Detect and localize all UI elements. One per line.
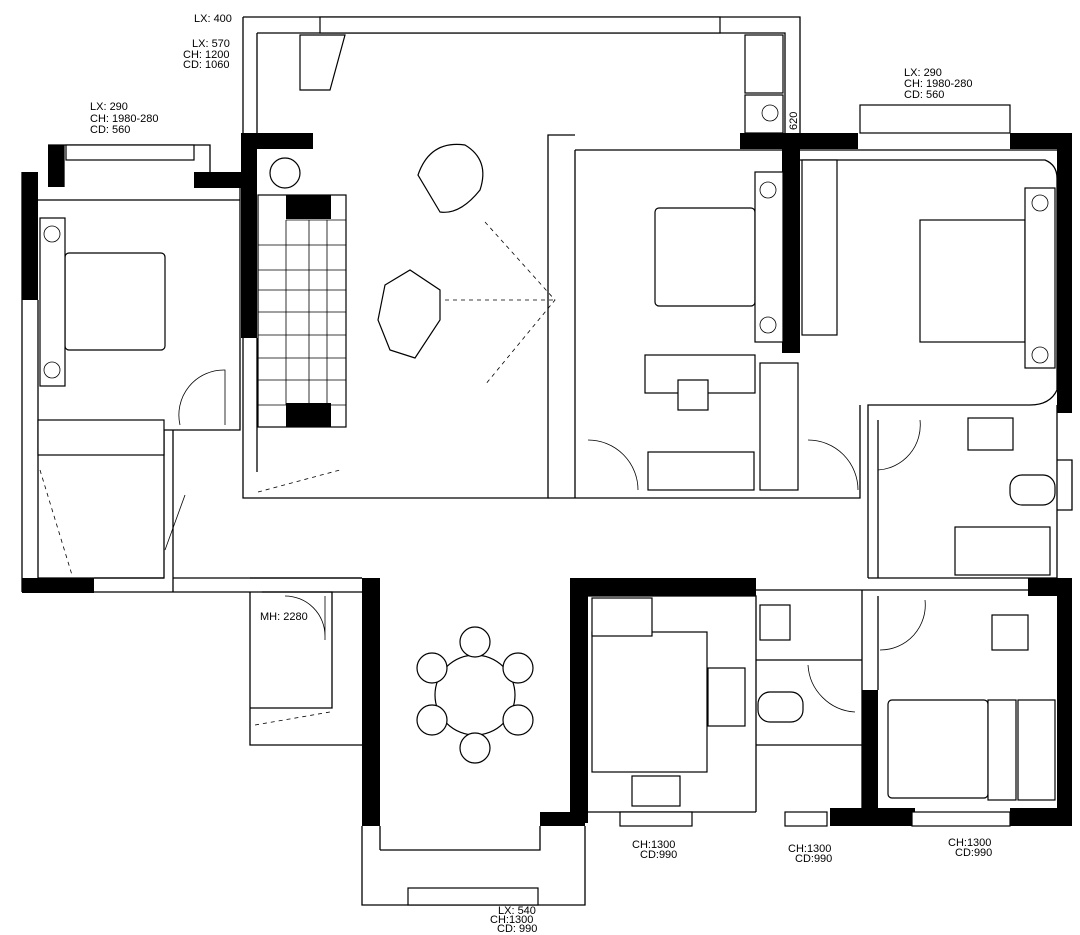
outlines [21, 16, 1073, 906]
sofa [257, 194, 347, 428]
label-dining-window-ch: CH:1300 [490, 914, 533, 926]
label-master-window-ch: CH: 1980-280 [904, 78, 973, 90]
label-left-window-cd: CD: 560 [90, 124, 130, 136]
doors [164, 369, 926, 713]
bed-middle [654, 207, 756, 307]
label-dining-window-cd: CD: 990 [497, 923, 537, 935]
label-balcony-window-ch: CH: 1200 [183, 49, 229, 61]
label-left-window-lx: LX: 290 [90, 101, 128, 113]
walls [22, 133, 1072, 826]
label-master-window-cd: CD: 560 [904, 89, 944, 101]
label-kitchen-window-cd: CD:990 [640, 849, 677, 861]
label-bath-window-ch: CH:1300 [788, 843, 831, 855]
bed-left [64, 252, 166, 351]
label-entry-door: MH: 2280 [260, 611, 308, 623]
dashed-guides [39, 221, 556, 726]
label-left-window-ch: CH: 1980-280 [90, 113, 159, 125]
label-dining-window-lx: LX: 540 [498, 905, 536, 917]
bed-3 [887, 699, 989, 799]
label-bedroom3-window-ch: CH:1300 [948, 837, 991, 849]
label-bedroom3-window-cd: CD:990 [955, 847, 992, 859]
label-balcony-lx: LX: 400 [194, 13, 232, 25]
label-balcony-window-cd: CD: 1060 [183, 59, 229, 71]
dimension-labels: LX: 400 LX: 570 CH: 1200 CD: 1060 LX: 29… [90, 13, 992, 935]
label-kitchen-window-ch: CH:1300 [632, 839, 675, 851]
bed-master [919, 219, 1026, 343]
label-bath-window-cd: CD:990 [795, 853, 832, 865]
label-balcony-depth: 620 [788, 112, 800, 130]
label-master-window-lx: LX: 290 [904, 67, 942, 79]
furniture [37, 34, 1056, 807]
label-balcony-window-lx: LX: 570 [192, 38, 230, 50]
